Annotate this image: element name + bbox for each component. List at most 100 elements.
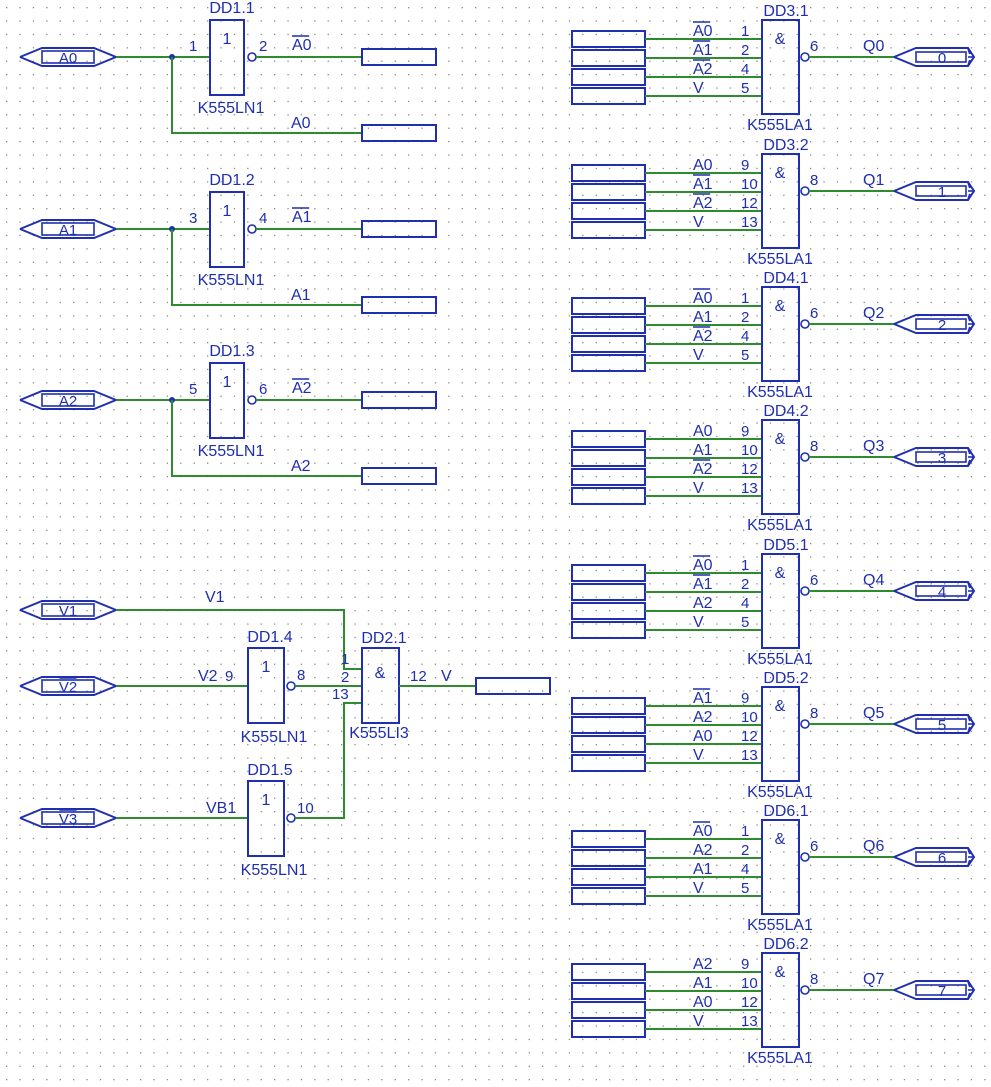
- grid-dot: [166, 261, 169, 263]
- grid-dot: [354, 288, 356, 290]
- grid-dot: [73, 730, 75, 732]
- grid-dot: [274, 663, 276, 665]
- grid-dot: [180, 891, 182, 893]
- grid-dot: [957, 878, 959, 880]
- grid-dot: [769, 275, 772, 277]
- grid-dot: [126, 690, 128, 692]
- grid-dot: [32, 476, 35, 478]
- grid-dot: [99, 663, 102, 665]
- grid-dot: [287, 462, 289, 464]
- grid-dot: [260, 368, 262, 371]
- grid-dot: [810, 811, 812, 813]
- grid-dot: [126, 476, 128, 478]
- grid-dot: [166, 744, 169, 746]
- grid-dot: [957, 74, 959, 76]
- grid-dot: [180, 583, 182, 585]
- grid-dot: [769, 194, 772, 196]
- grid-dot: [233, 811, 236, 813]
- grid-dot: [595, 301, 597, 304]
- grid-dot: [582, 556, 584, 558]
- grid-dot: [501, 583, 504, 585]
- grid-dot: [32, 409, 35, 411]
- grid-dot: [367, 636, 370, 639]
- grid-dot: [702, 154, 705, 156]
- grid-dot: [890, 114, 892, 116]
- grid-dot: [113, 502, 115, 505]
- grid-dot: [555, 784, 557, 786]
- grid-dot: [381, 154, 383, 156]
- grid-dot: [890, 583, 892, 585]
- grid-dot: [783, 127, 785, 129]
- grid-dot: [769, 476, 772, 478]
- grid-dot: [448, 677, 450, 679]
- grid-dot: [917, 757, 919, 759]
- grid-dot: [850, 878, 852, 880]
- grid-dot: [367, 382, 370, 384]
- grid-dot: [890, 677, 892, 679]
- grid-dot: [287, 100, 289, 103]
- grid-dot: [434, 784, 437, 786]
- grid-dot: [903, 127, 906, 129]
- grid-dot: [689, 301, 691, 304]
- grid-dot: [193, 7, 195, 9]
- grid-dot: [475, 60, 477, 62]
- grid-dot: [461, 315, 463, 317]
- grid-dot: [86, 797, 88, 799]
- grid-dot: [743, 663, 745, 665]
- grid-dot: [756, 757, 758, 759]
- grid-dot: [917, 744, 919, 746]
- grid-dot: [756, 47, 758, 49]
- grid-dot: [515, 114, 517, 116]
- grid-dot: [354, 315, 356, 317]
- grid-dot: [662, 529, 664, 531]
- grid-dot: [850, 824, 852, 826]
- grid-dot: [354, 543, 356, 545]
- grid-dot: [260, 757, 262, 759]
- grid-dot: [434, 47, 437, 49]
- grid-dot: [448, 502, 450, 505]
- grid-dot: [796, 395, 798, 397]
- grid-dot: [367, 717, 370, 719]
- grid-dot: [287, 33, 289, 36]
- grid-dot: [19, 409, 21, 411]
- grid-dot: [59, 569, 61, 572]
- grid-dot: [448, 288, 450, 290]
- grid-dot: [32, 730, 35, 732]
- grid-dot: [568, 891, 571, 893]
- grid-dot: [501, 435, 504, 438]
- grid-dot: [207, 409, 209, 411]
- grid-dot: [247, 74, 249, 76]
- grid-dot: [421, 328, 423, 330]
- grid-dot: [32, 543, 35, 545]
- grid-dot: [434, 837, 437, 840]
- grid-dot: [408, 904, 410, 907]
- grid-dot: [716, 141, 718, 143]
- grid-dot: [729, 502, 731, 505]
- grid-dot: [274, 315, 276, 317]
- grid-dot: [354, 167, 356, 170]
- grid-dot: [863, 100, 865, 103]
- grid-dot: [662, 47, 664, 49]
- grid-dot: [649, 288, 651, 290]
- grid-dot: [622, 422, 624, 424]
- grid-dot: [756, 194, 758, 196]
- grid-dot: [917, 409, 919, 411]
- grid-dot: [153, 596, 155, 598]
- grid-dot: [609, 275, 611, 277]
- grid-dot: [676, 529, 678, 531]
- grid-dot: [6, 167, 8, 170]
- grid-dot: [716, 449, 718, 451]
- grid-dot: [126, 663, 128, 665]
- grid-dot: [19, 462, 21, 464]
- grid-dot: [394, 47, 396, 49]
- grid-dot: [314, 623, 316, 625]
- grid-dot: [890, 476, 892, 478]
- grid-dot: [635, 141, 638, 143]
- grid-dot: [220, 529, 222, 531]
- grid-dot: [984, 502, 986, 505]
- grid-dot: [689, 623, 691, 625]
- grid-dot: [823, 181, 825, 183]
- grid-dot: [662, 435, 664, 438]
- grid-dot: [59, 730, 61, 732]
- grid-dot: [836, 154, 839, 156]
